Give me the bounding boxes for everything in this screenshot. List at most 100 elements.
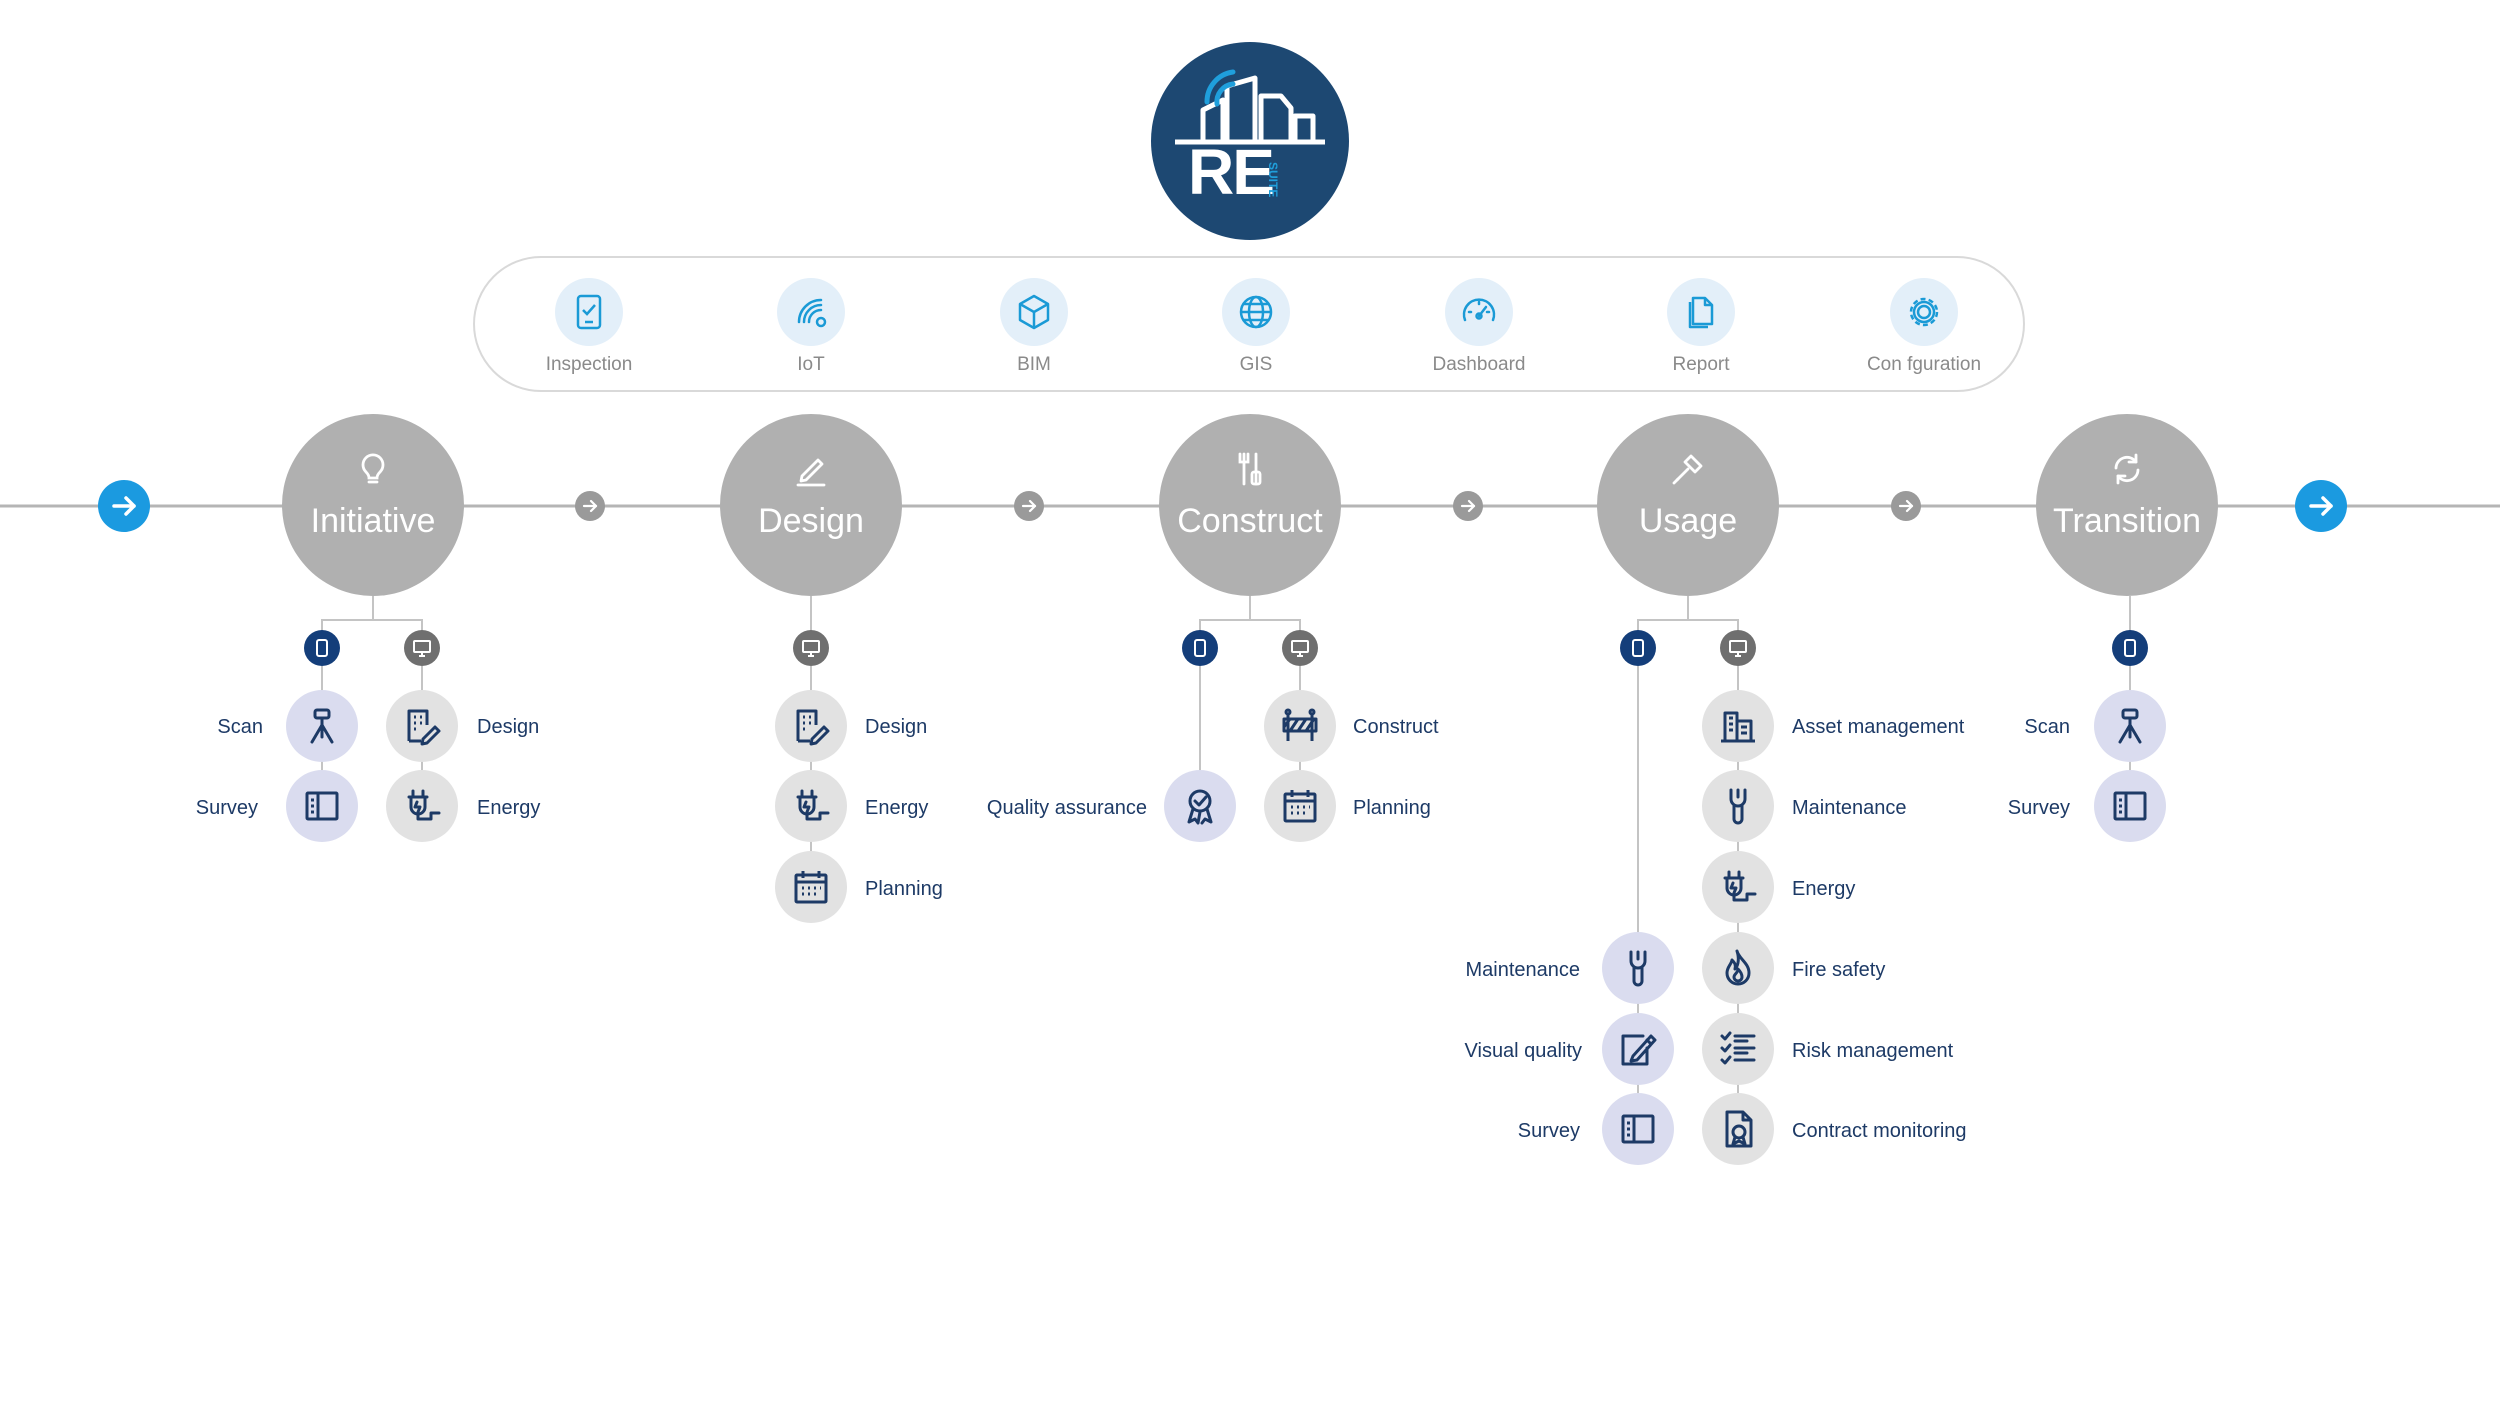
feature-asset-management[interactable] [1702, 690, 1774, 762]
mobile-app-badge [1182, 630, 1218, 666]
phase-usage[interactable]: Usage [1597, 414, 1779, 596]
feature-label: Survey [2007, 797, 2070, 819]
arrow-right-icon [1898, 499, 1914, 513]
timeline-end-arrow [2295, 480, 2347, 532]
timeline-step-arrow [1014, 491, 1044, 521]
monitor-icon [413, 640, 431, 657]
feature-label: Energy [1792, 878, 1856, 900]
buildings-icon [1721, 711, 1755, 743]
design-icon [407, 709, 441, 746]
module-configuration[interactable]: Con fguration [1854, 278, 1994, 376]
feature-visual-quality[interactable] [1602, 1013, 1674, 1085]
phase-construct[interactable]: Construct [1159, 414, 1341, 596]
phase-design[interactable]: Design [720, 414, 902, 596]
feature-scan[interactable] [286, 690, 358, 762]
feature-label: Fire safety [1792, 959, 1886, 981]
desktop-app-badge [1282, 630, 1318, 666]
desktop-app-badge [404, 630, 440, 666]
module-bim[interactable]: BIM [964, 278, 1104, 376]
module-report[interactable]: Report [1631, 278, 1771, 376]
module-iot[interactable]: IoT [741, 278, 881, 376]
feature-label: Contract monitoring [1792, 1120, 1967, 1142]
feature-label: Construct [1353, 716, 1439, 738]
module-gis[interactable]: GIS [1186, 278, 1326, 376]
feature-label: Asset management [1792, 716, 1965, 738]
globe-icon [1239, 295, 1273, 329]
module-label: IoT [797, 354, 825, 375]
feature-design[interactable] [775, 690, 847, 762]
wrench-icon [1629, 950, 1647, 987]
feature-energy[interactable] [775, 770, 847, 842]
feature-label: Scan [217, 716, 263, 738]
feature-scan[interactable] [2094, 690, 2166, 762]
mobile-icon [1632, 639, 1644, 657]
refresh-icon [2114, 453, 2140, 485]
desktop-app-badge [1720, 630, 1756, 666]
design-icon [796, 709, 830, 746]
feature-fire-safety[interactable] [1702, 932, 1774, 1004]
wrench-icon [1729, 788, 1747, 825]
module-label: Inspection [545, 354, 633, 375]
calendar-icon [794, 871, 828, 904]
phase-title: Usage [1638, 502, 1738, 540]
tripod-icon [2118, 708, 2142, 744]
module-inspection[interactable]: Inspection [519, 278, 659, 376]
feature-label: Quality assurance [986, 797, 1147, 819]
feature-label: Planning [1353, 797, 1431, 819]
feature-survey[interactable] [1602, 1093, 1674, 1165]
phase-transition[interactable]: Transition [2036, 414, 2218, 596]
phase-title: Design [758, 502, 864, 540]
timeline-step-arrow [575, 491, 605, 521]
logo-text: RE [1188, 136, 1275, 208]
feature-planning[interactable] [775, 851, 847, 923]
re-suite-logo: RE SUITE [1151, 42, 1349, 240]
feature-energy[interactable] [1702, 851, 1774, 923]
tripod-icon [310, 708, 334, 744]
feature-label: Design [865, 716, 928, 738]
module-dashboard[interactable]: Dashboard [1409, 278, 1549, 376]
arrow-right-icon [1021, 499, 1037, 513]
module-label: BIM [1017, 354, 1051, 375]
feature-survey[interactable] [2094, 770, 2166, 842]
feature-contract-monitoring[interactable] [1702, 1093, 1774, 1165]
feature-planning[interactable] [1264, 770, 1336, 842]
feature-label: Survey [195, 797, 258, 819]
feature-survey[interactable] [286, 770, 358, 842]
contract-icon [1725, 1110, 1753, 1148]
cube-icon [1018, 294, 1050, 330]
survey-icon [305, 791, 339, 821]
monitor-icon [1729, 640, 1747, 657]
mobile-app-badge [2112, 630, 2148, 666]
arrow-right-icon [582, 499, 598, 513]
feature-label: Survey [1517, 1120, 1580, 1142]
feature-label: Maintenance [1465, 959, 1580, 981]
phase-title: Construct [1177, 502, 1323, 540]
survey-icon [1621, 1114, 1655, 1144]
feature-construct[interactable] [1264, 690, 1336, 762]
tools-icon [1238, 452, 1262, 486]
plug-icon [796, 789, 830, 821]
logo-subtext: SUITE [1266, 162, 1280, 198]
feature-design[interactable] [386, 690, 458, 762]
feature-risk-management[interactable] [1702, 1013, 1774, 1085]
phase-initiative[interactable]: Initiative [282, 414, 464, 596]
checklist-icon [1720, 1031, 1756, 1065]
timeline-step-arrow [1891, 491, 1921, 521]
mobile-app-badge [1620, 630, 1656, 666]
feature-maintenance[interactable] [1602, 932, 1674, 1004]
module-label: Dashboard [1432, 354, 1526, 375]
timeline-step-arrow [1453, 491, 1483, 521]
city-skyline-signal-icon [1175, 69, 1325, 145]
calendar-icon [1283, 790, 1317, 823]
gauge-icon [1462, 298, 1496, 322]
feature-quality-assurance[interactable] [1164, 770, 1236, 842]
award-icon [1187, 789, 1213, 825]
module-toolbar: Inspection IoT BIM GIS Dashboard Report … [473, 256, 2025, 392]
feature-label: Visual quality [1464, 1040, 1582, 1062]
feature-maintenance[interactable] [1702, 770, 1774, 842]
feature-energy[interactable] [386, 770, 458, 842]
lightbulb-icon [361, 453, 385, 484]
module-label: Report [1672, 354, 1730, 375]
feature-label: Maintenance [1792, 797, 1907, 819]
gear-icon [1909, 297, 1939, 327]
